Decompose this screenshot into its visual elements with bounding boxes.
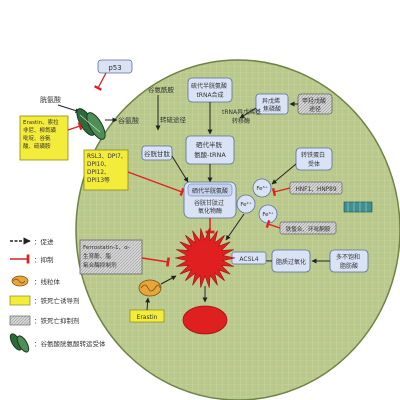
mitochondria-icon bbox=[138, 279, 162, 297]
gpx4-node: 硒代半胱氨酸 谷胱甘肽过 氧化物酶 bbox=[183, 181, 237, 219]
legend: ：促进 ：抑制 ：线粒体 ：铁死亡诱导剂 ：铁死亡抑制剂 ：谷氨酸胱氨酸转运受体 bbox=[9, 237, 106, 353]
fe2-label: Fe²⁺ bbox=[240, 201, 251, 208]
lipid-perox-node: 脂质过氧化 bbox=[271, 249, 311, 273]
mevalonate-node: 甲羟戊酸 途径 bbox=[297, 93, 333, 115]
legend-mitochondria-symbol bbox=[11, 275, 29, 287]
cystine-label: 胱氨酸 bbox=[40, 95, 61, 104]
fe3-b-label: Fe³⁺ bbox=[262, 211, 273, 218]
iron-chelator-node: 铁螯合、环吡酮胺 bbox=[279, 221, 337, 235]
erastin-bottom-box: Erastin bbox=[129, 309, 165, 323]
acsl4-node: ACSL4 bbox=[231, 251, 267, 265]
svg-text:异戊烯 焦磷酸: 异戊烯 焦磷酸 bbox=[262, 97, 282, 113]
ferroptosis-burst-icon bbox=[174, 228, 236, 288]
transferrin-arrow bbox=[271, 163, 297, 185]
legend-inhibit-text: ：抑制 bbox=[34, 255, 54, 264]
legend-mitochondria-text: ：线粒体 bbox=[34, 277, 61, 286]
isopentenyl-node: 异戊烯 焦磷酸 bbox=[255, 93, 289, 115]
gpx4-label: 硒代半胱氨酸 bbox=[192, 187, 228, 195]
trna-modify-text: tRNA异戊烯基 转移酶 bbox=[222, 108, 263, 125]
erastin-inhibit-line bbox=[67, 121, 83, 131]
dead-cell-icon bbox=[182, 305, 228, 335]
glutathione-label: 谷胱甘肽 bbox=[144, 149, 171, 158]
fe3-b-node: Fe³⁺ bbox=[258, 204, 278, 224]
erastin-group-text: Erastin、索拉 非尼、柳氮磺 吡啶、谷氨 酸、硫磺胺 bbox=[23, 118, 60, 150]
legend-inhibitor-symbol bbox=[9, 315, 31, 326]
chelator-inhibit-line bbox=[265, 219, 281, 229]
glutamate-label: 谷氨酸 bbox=[118, 116, 139, 125]
membrane-receptor-icon bbox=[343, 201, 373, 213]
rsl3-inducer-box: RSL3、DPI7、 DPI10、 DPI12、 DPI13等 bbox=[83, 149, 129, 191]
legend-transporter-symbol bbox=[9, 333, 30, 353]
p53-label: p53 bbox=[108, 64, 121, 72]
legend-promote-text: ：促进 bbox=[34, 237, 54, 246]
p53-node: p53 bbox=[97, 59, 133, 74]
fe3-a-node: Fe³⁺ bbox=[252, 178, 272, 198]
hnf1-label: HNF1、HNP89 bbox=[295, 187, 336, 193]
mito-arrow bbox=[160, 275, 177, 285]
erastin-bottom-line bbox=[145, 297, 151, 311]
acsl4-label: ACSL4 bbox=[239, 256, 258, 263]
legend-inducer-symbol bbox=[9, 295, 31, 306]
pufa-node: 多不饱和 脂肪酸 bbox=[329, 249, 369, 273]
ferrostatin-inhibit-line bbox=[141, 257, 171, 267]
gsh-arrow bbox=[171, 155, 189, 183]
rsl3-inhibit-line bbox=[127, 171, 185, 197]
legend-inducer-text: ：铁死亡诱导剂 bbox=[34, 296, 80, 305]
legend-transporter-text: ：谷氨酸胱氨酸转运受体 bbox=[34, 339, 106, 348]
transferrin-node: 转铁蛋白 受体 bbox=[295, 147, 333, 171]
erastin-bottom-label: Erastin bbox=[137, 314, 158, 321]
fe3-a-label: Fe³⁺ bbox=[256, 185, 267, 192]
isopentenyl-arrow bbox=[239, 107, 257, 119]
iron-arrow bbox=[225, 213, 245, 241]
svg-text:硒代半胱 氨酸-tRNA: 硒代半胱 氨酸-tRNA bbox=[194, 140, 226, 159]
sulfur-transfer-label: 转硫途径 bbox=[160, 115, 187, 124]
svg-text:RSL3、DPI7、 DPI10、: RSL3、DPI7、 DPI10、 DPI12、 DPI13等 bbox=[87, 154, 128, 184]
glutamine-label: 谷氨酰胺 bbox=[148, 85, 175, 94]
fe2-node: Fe²⁺ bbox=[236, 194, 256, 214]
legend-inhibitor-text: ：铁死亡抑制剂 bbox=[34, 316, 80, 325]
cystine-arrow bbox=[57, 104, 81, 114]
svg-text:多不饱和 脂肪酸: 多不饱和 脂肪酸 bbox=[336, 253, 362, 270]
svg-text:Ferrostatin-1、α- 生育酚、脂: Ferrostatin-1、α- 生育酚、脂 氧合酶抑制剂 bbox=[83, 245, 132, 269]
cys-trna-synthesis-node: 硫代半胱氨酸 tRNA合成 bbox=[187, 77, 233, 103]
lipid-perox-label: 脂质过氧化 bbox=[276, 258, 306, 266]
erastin-inducer-box: Erastin、索拉 非尼、柳氮磺 吡啶、谷氨 酸、硫磺胺 bbox=[19, 115, 69, 161]
sec-trna-node: 硒代半胱 氨酸-tRNA bbox=[185, 135, 235, 165]
hnf1-node: HNF1、HNP89 bbox=[289, 181, 343, 195]
transporter-icon bbox=[76, 108, 106, 140]
iron-chelator-label: 铁螯合、环吡酮胺 bbox=[286, 225, 331, 233]
svg-text:甲羟戊酸 途径: 甲羟戊酸 途径 bbox=[302, 97, 328, 113]
ferrostatin-inhibitor-box: Ferrostatin-1、α- 生育酚、脂 氧合酶抑制剂 bbox=[79, 239, 143, 275]
hnf1-inhibit-line bbox=[271, 187, 291, 197]
p53-inhibit-line bbox=[94, 72, 107, 91]
glutathione-node: 谷胱甘肽 bbox=[141, 145, 173, 161]
svg-text:谷胱甘肽过 氧化物酶: 谷胱甘肽过 氧化物酶 bbox=[194, 199, 226, 215]
svg-text:转铁蛋白 受体: 转铁蛋白 受体 bbox=[301, 151, 327, 168]
svg-text:硫代半胱氨酸 tRNA合成: 硫代半胱氨酸 tRNA合成 bbox=[191, 82, 229, 99]
